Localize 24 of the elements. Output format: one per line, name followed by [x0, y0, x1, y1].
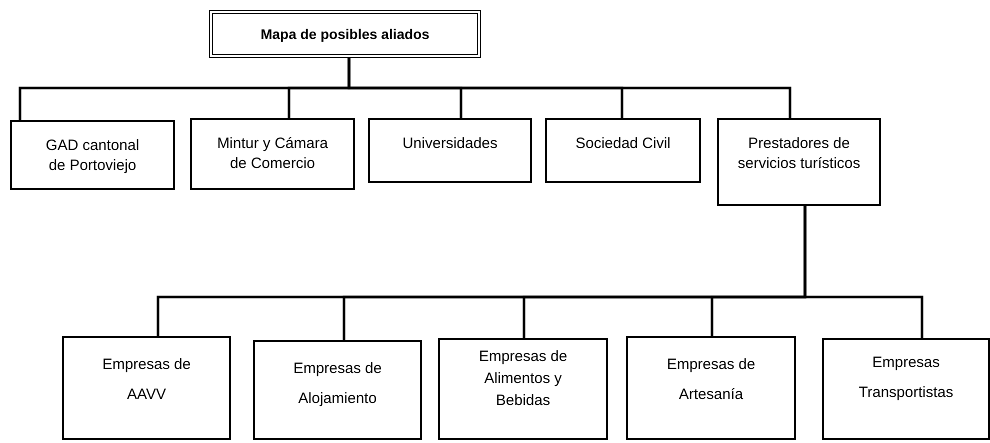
box-label: Universidades: [401, 134, 499, 154]
title-box: [209, 10, 481, 58]
box-label: Prestadores de servicios turísticos: [736, 134, 862, 174]
box-label: Mintur y Cámara de Comercio: [216, 134, 329, 174]
org-box: [626, 336, 796, 440]
org-box: [438, 338, 608, 440]
connector-line: [804, 206, 924, 338]
box-label: GAD cantonal de Portoviejo: [44, 136, 140, 176]
root-label: Mapa de posibles aliados: [260, 26, 430, 42]
org-box: [822, 338, 990, 440]
box-label: Sociedad Civil: [574, 134, 672, 154]
org-box: [368, 118, 532, 183]
org-box: [717, 118, 881, 206]
org-box: [253, 340, 422, 440]
org-box: [10, 120, 175, 190]
box-label: Empresas de Artesanía: [666, 355, 756, 405]
box-label: Empresas de Alimentos y Bebidas: [478, 347, 568, 410]
org-box: [62, 336, 231, 440]
connector-line: [348, 58, 792, 118]
box-label: Empresas Transportistas: [858, 353, 954, 403]
org-box: [545, 118, 701, 183]
box-label: Empresas de AAVV: [101, 355, 192, 405]
box-label: Empresas de Alojamiento: [292, 359, 383, 409]
org-box: [190, 118, 355, 190]
